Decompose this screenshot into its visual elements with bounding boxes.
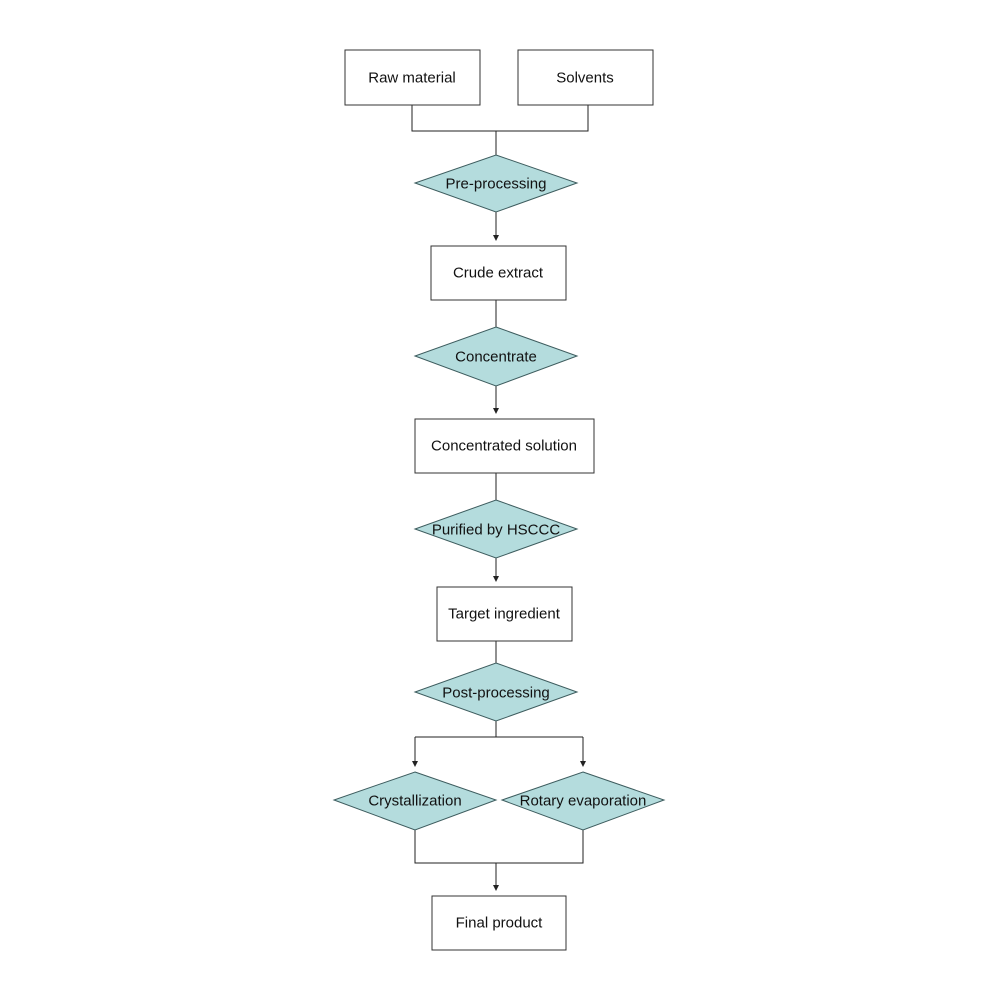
- node-target-ingredient: Target ingredient: [436, 586, 573, 642]
- node-label: Solvents: [556, 70, 614, 87]
- node-crude-extract: Crude extract: [430, 245, 567, 301]
- node-concentrated-solution: Concentrated solution: [414, 418, 595, 474]
- step-label: Rotary evaporation: [520, 793, 647, 810]
- node-solvents: Solvents: [517, 49, 654, 106]
- step-rotary-evaporation: Rotary evaporation: [500, 771, 666, 831]
- step-label: Concentrate: [455, 349, 537, 366]
- merge-inputs-line: [411, 105, 589, 132]
- merge-outputs-line: [414, 830, 584, 864]
- step-label: Pre-processing: [446, 176, 547, 193]
- step-concentrate: Concentrate: [413, 326, 579, 387]
- node-raw-material: Raw material: [344, 49, 481, 106]
- connectors: [411, 105, 589, 891]
- node-label: Raw material: [368, 70, 456, 87]
- step-pre-processing: Pre-processing: [413, 154, 579, 213]
- node-final-product: Final product: [431, 895, 567, 951]
- step-label: Purified by HSCCC: [432, 522, 561, 539]
- step-purified-by-hsccc: Purified by HSCCC: [413, 499, 579, 559]
- node-label: Concentrated solution: [431, 438, 577, 455]
- step-crystallization: Crystallization: [332, 771, 498, 831]
- step-post-processing: Post-processing: [413, 662, 579, 722]
- step-label: Post-processing: [442, 685, 550, 702]
- node-label: Final product: [456, 915, 544, 932]
- node-label: Crude extract: [453, 265, 544, 282]
- step-label: Crystallization: [368, 793, 461, 810]
- node-label: Target ingredient: [448, 606, 561, 623]
- split-line: [415, 721, 583, 738]
